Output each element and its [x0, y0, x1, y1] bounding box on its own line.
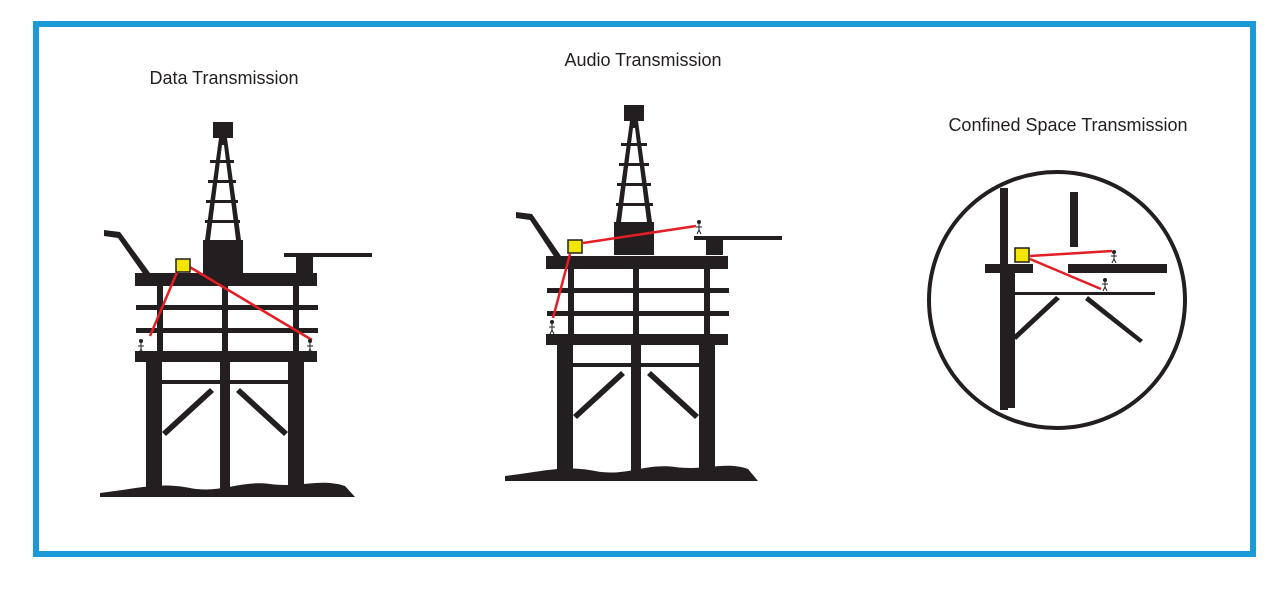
data-transmission-device [175, 258, 191, 273]
audio-transmission-workers [549, 220, 702, 335]
audio-transmission-device [567, 239, 583, 254]
confined-space-device [1014, 247, 1030, 263]
confined-space-transmission-title: Confined Space Transmission [948, 115, 1188, 135]
data-transmission-links [148, 264, 313, 342]
audio-transmission-links [551, 224, 697, 319]
audio-transmission-platform [505, 105, 782, 481]
data-transmission-platform [100, 122, 372, 497]
confined-space-links [1029, 249, 1113, 291]
data-transmission-title: Data Transmission [149, 68, 299, 88]
diagram-frame [33, 21, 1256, 557]
confined-space-view [927, 170, 1187, 430]
confined-space-workers [1102, 250, 1117, 292]
audio-transmission-title: Audio Transmission [564, 50, 722, 70]
data-transmission-workers [138, 339, 313, 354]
